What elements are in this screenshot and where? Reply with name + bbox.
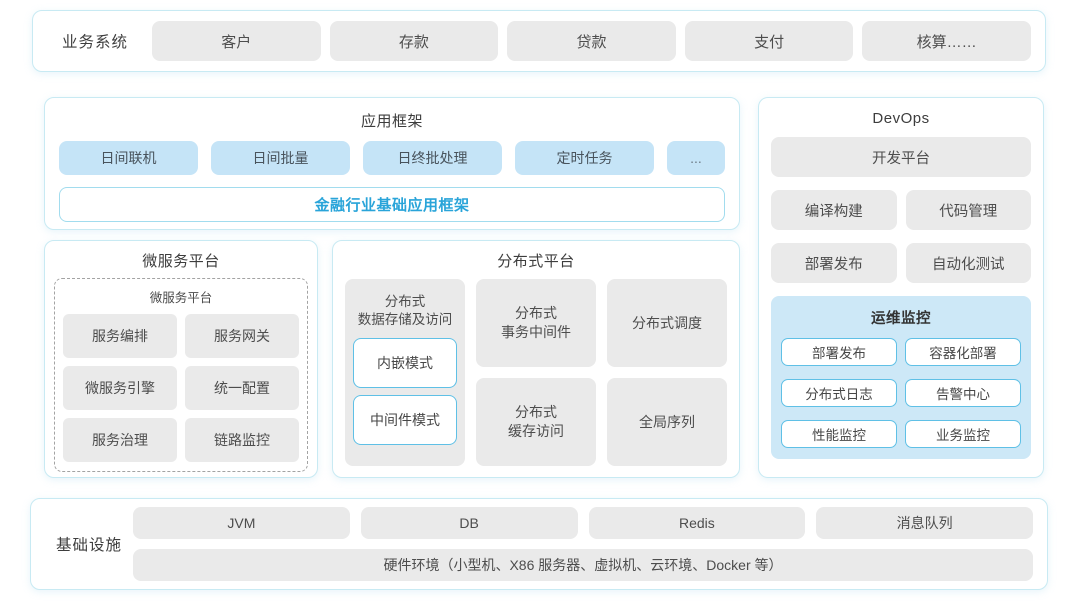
- distributed-title: 分布式平台: [497, 253, 575, 270]
- distributed-transaction-middleware: 分布式 事务中间件: [476, 279, 596, 367]
- infrastructure-components: JVM DB Redis 消息队列: [133, 507, 1033, 539]
- app-framework-section: 应用框架 日间联机 日间批量 日终批处理 定时任务 ... 金融行业基础应用框架: [44, 97, 740, 230]
- module-more-ellipsis: ...: [667, 141, 725, 175]
- module-daytime-batch: 日间批量: [211, 141, 350, 175]
- code-management: 代码管理: [905, 190, 1031, 230]
- distributed-grid: 分布式 数据存储及访问 内嵌模式 中间件模式 分布式 事务中间件 分布式 缓存访…: [345, 279, 727, 466]
- business-system-payment: 支付: [684, 21, 854, 61]
- microservice-platform-section: 微服务平台 微服务平台 服务编排 服务网关 微服务引擎 统一配置 服务治理 链路…: [44, 240, 318, 478]
- monitor-deploy-release: 部署发布: [781, 338, 897, 366]
- app-framework-modules: 日间联机 日间批量 日终批处理 定时任务 ...: [59, 141, 725, 175]
- ops-monitoring-grid: 部署发布 容器化部署 分布式日志 告警中心 性能监控 业务监控: [781, 338, 1021, 448]
- monitor-performance: 性能监控: [781, 420, 897, 448]
- ops-monitoring-title: 运维监控: [871, 311, 931, 327]
- microservice-inner-box: 微服务平台 服务编排 服务网关 微服务引擎 统一配置 服务治理 链路监控: [54, 278, 308, 472]
- monitor-distributed-logs: 分布式日志: [781, 379, 897, 407]
- devops-tools-grid: 编译构建 代码管理 部署发布 自动化测试: [771, 190, 1031, 283]
- distributed-middle-column: 分布式 事务中间件 分布式 缓存访问: [476, 279, 596, 466]
- business-systems-label: 业务系统: [61, 34, 128, 51]
- devops-title: DevOps: [872, 110, 930, 127]
- distributed-scheduling: 分布式调度: [607, 279, 727, 367]
- monitor-business: 业务监控: [905, 420, 1021, 448]
- microservice-engine: 微服务引擎: [63, 366, 177, 410]
- embedded-mode: 内嵌模式: [353, 338, 457, 389]
- monitor-containerized-deployment: 容器化部署: [905, 338, 1021, 366]
- module-scheduled-tasks: 定时任务: [515, 141, 654, 175]
- business-system-loan: 贷款: [507, 21, 676, 61]
- infrastructure-stack: JVM DB Redis 消息队列 硬件环境（小型机、X86 服务器、虚拟机、云…: [133, 507, 1033, 581]
- component-message-queue: 消息队列: [816, 507, 1033, 539]
- business-system-accounting: 核算……: [862, 21, 1031, 61]
- business-system-deposit: 存款: [329, 21, 499, 61]
- component-redis: Redis: [588, 507, 806, 539]
- deploy-release: 部署发布: [771, 243, 897, 283]
- link-monitoring: 链路监控: [185, 418, 299, 462]
- financial-base-framework: 金融行业基础应用框架: [59, 187, 725, 222]
- unified-config: 统一配置: [185, 366, 299, 410]
- module-daytime-online: 日间联机: [59, 141, 198, 175]
- distributed-platform-section: 分布式平台 分布式 数据存储及访问 内嵌模式 中间件模式 分布式 事务中间件 分…: [332, 240, 740, 478]
- infrastructure-label: 基础设施: [55, 537, 122, 554]
- microservice-title: 微服务平台: [142, 253, 220, 270]
- service-governance: 服务治理: [63, 418, 177, 462]
- distributed-right-column: 分布式调度 全局序列: [607, 279, 727, 466]
- service-orchestration: 服务编排: [63, 314, 177, 358]
- devops-section: DevOps 开发平台 编译构建 代码管理 部署发布 自动化测试 运维监控 部署…: [758, 97, 1044, 478]
- component-jvm: JVM: [133, 507, 350, 539]
- automated-testing: 自动化测试: [905, 243, 1031, 283]
- distributed-cache-access: 分布式 缓存访问: [476, 378, 596, 466]
- distributed-data-storage-label: 分布式 数据存储及访问: [357, 294, 453, 327]
- hardware-environment: 硬件环境（小型机、X86 服务器、虚拟机、云环境、Docker 等）: [133, 549, 1033, 581]
- dev-platform: 开发平台: [771, 137, 1031, 177]
- business-systems-bar: 业务系统 客户 存款 贷款 支付 核算……: [32, 10, 1046, 72]
- business-system-customer: 客户: [152, 21, 321, 61]
- module-eod-batch: 日终批处理: [363, 141, 502, 175]
- middleware-mode: 中间件模式: [353, 395, 457, 446]
- ops-monitoring-panel: 运维监控 部署发布 容器化部署 分布式日志 告警中心 性能监控 业务监控: [771, 296, 1031, 459]
- microservice-inner-title: 微服务平台: [149, 291, 213, 305]
- service-gateway: 服务网关: [185, 314, 299, 358]
- monitor-alert-center: 告警中心: [905, 379, 1021, 407]
- global-sequence: 全局序列: [607, 378, 727, 466]
- compile-build: 编译构建: [771, 190, 897, 230]
- infrastructure-bar: 基础设施 JVM DB Redis 消息队列 硬件环境（小型机、X86 服务器、…: [30, 498, 1048, 590]
- distributed-data-storage: 分布式 数据存储及访问 内嵌模式 中间件模式: [345, 279, 465, 466]
- component-db: DB: [360, 507, 578, 539]
- microservice-grid: 服务编排 服务网关 微服务引擎 统一配置 服务治理 链路监控: [63, 314, 299, 462]
- app-framework-title: 应用框架: [360, 113, 423, 130]
